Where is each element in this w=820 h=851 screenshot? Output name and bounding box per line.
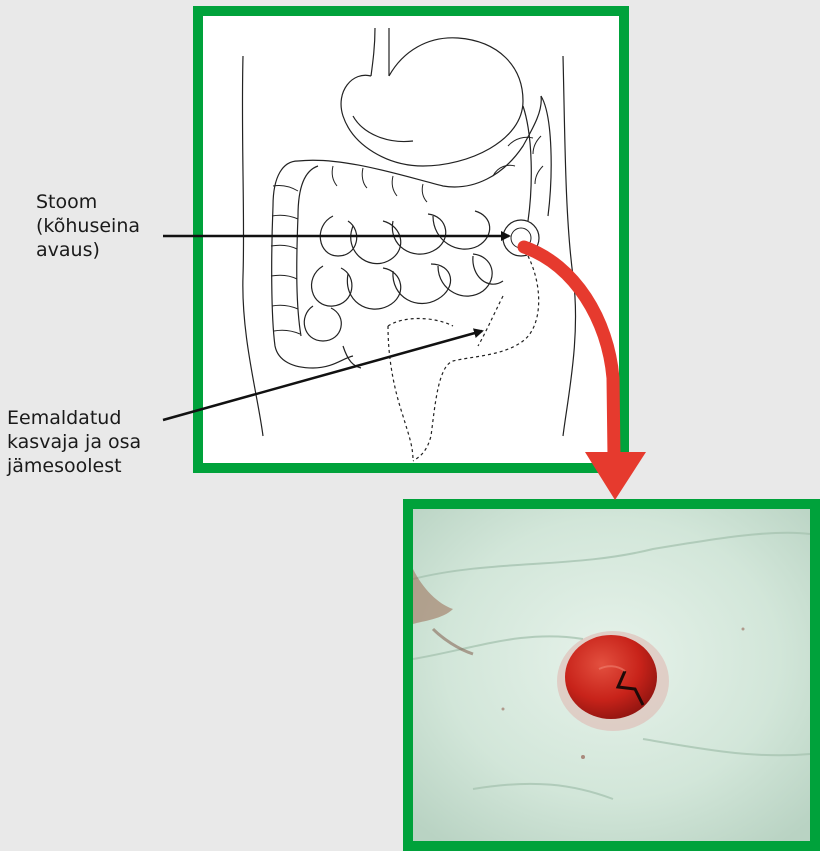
stoma-photo-frame bbox=[403, 499, 820, 851]
stoma-photo bbox=[413, 509, 810, 841]
removed-tumor-label: Eemaldatud kasvaja ja osa jämesoolest bbox=[7, 406, 167, 478]
anatomy-illustration-frame bbox=[193, 6, 629, 473]
digestive-tract-illustration bbox=[203, 16, 619, 463]
stoma-label: Stoom (kõhuseina avaus) bbox=[36, 190, 171, 262]
